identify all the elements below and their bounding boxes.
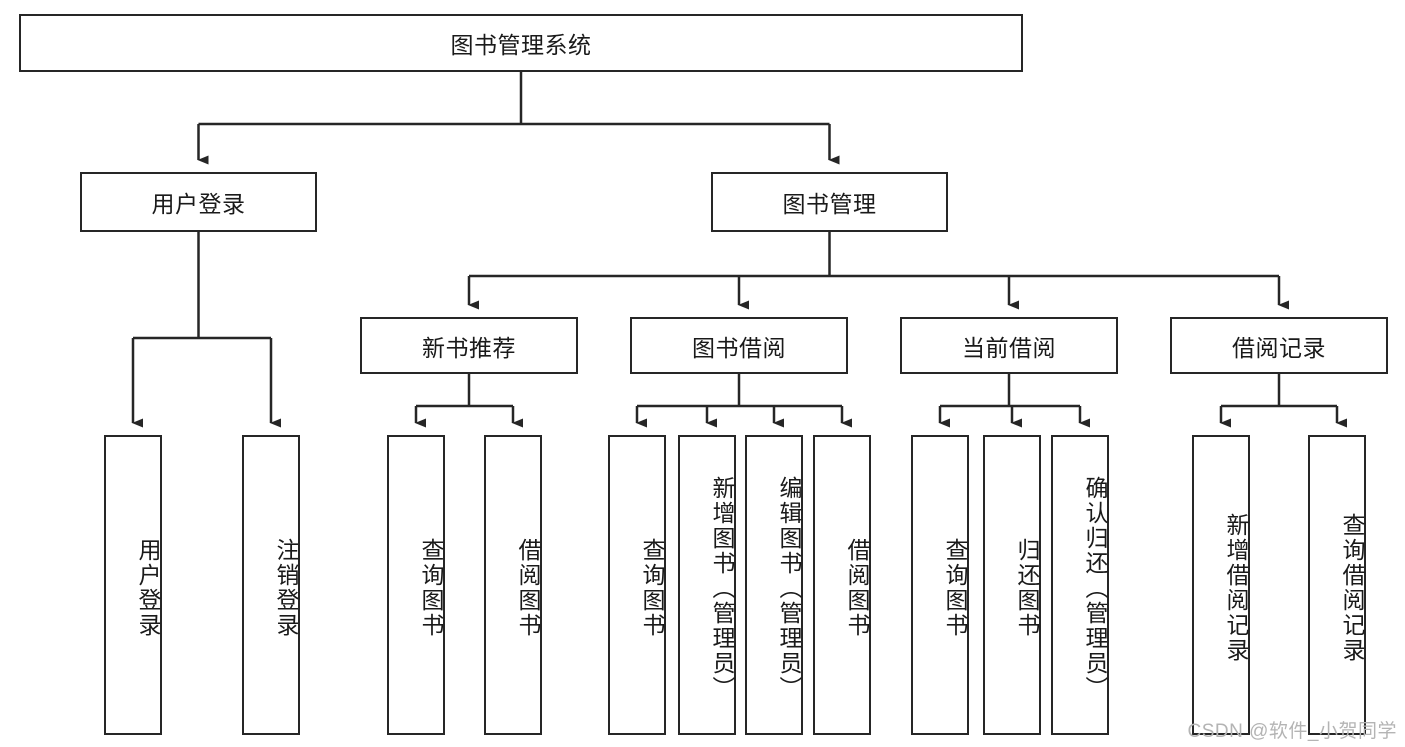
node-label-current-borrow: 当前借阅 [962, 334, 1056, 361]
node-label-leaf-add-book: 新增图书（管理员） [709, 475, 735, 701]
node-leaf-borrow-book-2[interactable]: 借阅图书 [813, 435, 871, 735]
node-label-borrow-record: 借阅记录 [1232, 334, 1326, 361]
node-leaf-query-book-1[interactable]: 查询图书 [387, 435, 445, 735]
node-book-manage[interactable]: 图书管理 [711, 172, 948, 232]
node-label-leaf-query-book-3: 查询图书 [942, 538, 968, 638]
node-label-leaf-query-book-2: 查询图书 [639, 538, 665, 638]
node-label-root: 图书管理系统 [450, 32, 592, 58]
node-leaf-query-record[interactable]: 查询借阅记录 [1308, 435, 1366, 735]
node-leaf-borrow-book-1[interactable]: 借阅图书 [484, 435, 542, 735]
node-leaf-confirm-return[interactable]: 确认归还（管理员） [1051, 435, 1109, 735]
node-new-book-recommend[interactable]: 新书推荐 [360, 317, 578, 374]
watermark-text: CSDN @软件_小贺同学 [1187, 721, 1397, 742]
node-root[interactable]: 图书管理系统 [19, 14, 1023, 72]
node-user-login[interactable]: 用户登录 [80, 172, 317, 232]
node-label-leaf-query-record: 查询借阅记录 [1339, 513, 1365, 663]
node-label-new-book-recommend: 新书推荐 [422, 334, 516, 361]
node-current-borrow[interactable]: 当前借阅 [900, 317, 1118, 374]
node-leaf-query-book-3[interactable]: 查询图书 [911, 435, 969, 735]
node-label-leaf-confirm-return: 确认归还（管理员） [1082, 475, 1108, 701]
node-leaf-logout[interactable]: 注销登录 [242, 435, 300, 735]
node-label-leaf-user-login: 用户登录 [135, 538, 161, 638]
node-label-leaf-add-record: 新增借阅记录 [1223, 513, 1249, 663]
node-leaf-add-book[interactable]: 新增图书（管理员） [678, 435, 736, 735]
node-label-leaf-query-book-1: 查询图书 [418, 538, 444, 638]
node-leaf-return-book[interactable]: 归还图书 [983, 435, 1041, 735]
node-label-book-borrow: 图书借阅 [692, 334, 786, 361]
node-leaf-edit-book[interactable]: 编辑图书（管理员） [745, 435, 803, 735]
node-label-leaf-borrow-book-1: 借阅图书 [515, 538, 541, 638]
node-label-leaf-logout: 注销登录 [273, 538, 299, 638]
node-label-leaf-edit-book: 编辑图书（管理员） [776, 475, 802, 701]
node-label-user-login: 用户登录 [151, 191, 246, 217]
node-leaf-user-login[interactable]: 用户登录 [104, 435, 162, 735]
node-borrow-record[interactable]: 借阅记录 [1170, 317, 1388, 374]
node-leaf-query-book-2[interactable]: 查询图书 [608, 435, 666, 735]
node-label-leaf-borrow-book-2: 借阅图书 [844, 538, 870, 638]
node-label-leaf-return-book: 归还图书 [1014, 538, 1040, 638]
node-label-book-manage: 图书管理 [782, 191, 877, 217]
node-leaf-add-record[interactable]: 新增借阅记录 [1192, 435, 1250, 735]
node-book-borrow[interactable]: 图书借阅 [630, 317, 848, 374]
